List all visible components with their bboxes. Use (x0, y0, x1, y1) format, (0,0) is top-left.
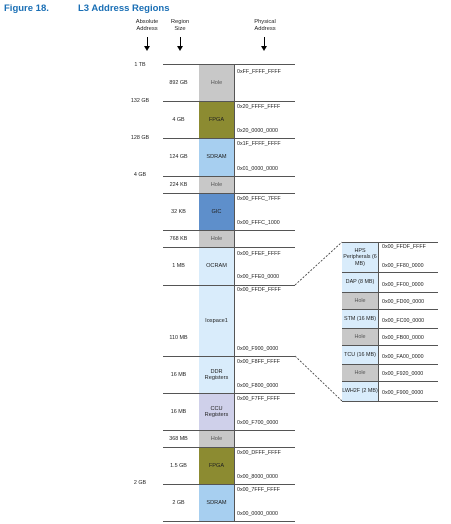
detail-region-hole: Hole (342, 365, 378, 381)
detail-divider (342, 292, 438, 293)
region-size: 4 GB (172, 117, 185, 123)
row-divider (163, 247, 295, 248)
detail-divider (342, 381, 438, 382)
region-size: 124 GB (169, 154, 188, 160)
physical-address: 0x00_F8FF_FFFF (237, 359, 280, 365)
physical-address: 0x20_FFFF_FFFF (237, 104, 281, 110)
physical-address: 0x20_0000_0000 (237, 128, 278, 134)
detail-address: 0x00_FFDF_FFFF (382, 244, 426, 250)
row-divider (163, 393, 295, 394)
absolute-label: 1 TB (134, 62, 146, 68)
region-fpga: FPGA (199, 102, 234, 138)
detail-divider (342, 345, 438, 346)
physical-address: 0x00_F800_0000 (237, 383, 279, 389)
physical-address: 0xFF_FFFF_FFFF (237, 69, 281, 75)
detail-address: 0x00_FA00_0000 (382, 354, 424, 360)
region-sdram: SDRAM (199, 139, 234, 176)
detail-divider (342, 309, 438, 310)
row-divider (163, 101, 295, 102)
figure-number: Figure 18. (4, 3, 49, 14)
detail-address: 0x00_F920_0000 (382, 371, 424, 377)
figure-title: L3 Address Regions (78, 3, 170, 14)
physical-address: 0x00_FFE0_0000 (237, 274, 280, 280)
region-size: 16 MB (170, 409, 187, 415)
row-divider (163, 138, 295, 139)
absolute-label: 128 GB (130, 135, 150, 141)
header-absolute-address: Absolute Address (135, 19, 159, 32)
region-hole: Hole (199, 431, 234, 447)
physical-address: 0x00_7FFF_FFFF (237, 487, 280, 493)
region-hole: Hole (199, 177, 234, 193)
row-divider (163, 484, 295, 485)
detail-address: 0x00_FB00_0000 (382, 335, 424, 341)
detail-right-edge (378, 242, 379, 401)
region-size: 32 KB (171, 209, 186, 215)
region-fpga: FPGA (199, 448, 234, 484)
detail-address: 0x00_FD00_0000 (382, 299, 425, 305)
row-divider (163, 193, 295, 194)
physical-address: 0x01_0000_0000 (237, 166, 278, 172)
physical-address: 0x00_FFFC_7FFF (237, 196, 281, 202)
region-ccu-registers: CCU Registers (199, 394, 234, 430)
detail-address: 0x00_FC00_0000 (382, 318, 425, 324)
detail-divider (342, 364, 438, 365)
detail-region-hole: Hole (342, 329, 378, 345)
region-size: 1.5 GB (170, 463, 187, 469)
map-right-edge (234, 64, 235, 521)
absolute-label: 132 GB (130, 98, 150, 104)
row-divider (163, 430, 295, 431)
region-ddr-registers: DDR Registers (199, 357, 234, 393)
row-divider (163, 521, 295, 522)
detail-address: 0x00_F900_0000 (382, 390, 424, 396)
region-size: 16 MB (170, 372, 187, 378)
physical-address: 0x00_F7FF_FFFF (237, 396, 280, 402)
physical-address: 0x00_F900_0000 (237, 346, 279, 352)
row-divider (163, 176, 295, 177)
region-hole: Hole (199, 65, 234, 101)
absolute-label: 4 GB (133, 172, 147, 178)
detail-address: 0x00_FF80_0000 (382, 263, 424, 269)
detail-region-tcu: TCU (16 MB) (342, 346, 378, 364)
physical-address: 0x00_FFDF_FFFF (237, 287, 281, 293)
detail-address: 0x00_FF00_0000 (382, 282, 424, 288)
region-hole: Hole (199, 231, 234, 247)
physical-address: 0x1F_FFFF_FFFF (237, 141, 281, 147)
physical-address: 0x00_FFEF_FFFF (237, 251, 281, 257)
region-sdram: SDRAM (199, 485, 234, 521)
physical-address: 0x00_0000_0000 (237, 511, 278, 517)
region-size: 368 MB (169, 436, 188, 442)
detail-region-hps-peripherals: HPS Peripherals (6 MB) (342, 243, 378, 272)
row-divider (163, 64, 295, 65)
row-divider (163, 285, 295, 286)
region-ocram: OCRAM (199, 248, 234, 285)
physical-address: 0x00_F700_0000 (237, 420, 279, 426)
detail-region-dap: DAP (8 MB) (342, 273, 378, 292)
row-divider (163, 447, 295, 448)
detail-region-lwh2f: LWH2F (2 MB) (342, 382, 378, 401)
region-gic: GIC (199, 194, 234, 230)
row-divider (163, 230, 295, 231)
region-size: 2 GB (172, 500, 185, 506)
physical-address: 0x00_8000_0000 (237, 474, 278, 480)
region-size: 892 GB (169, 80, 188, 86)
detail-divider (342, 401, 438, 402)
detail-region-stm: STM (16 MB) (342, 310, 378, 328)
header-physical-address: Physical Address (254, 19, 276, 32)
detail-divider (342, 328, 438, 329)
physical-address: 0x00_FFFC_1000 (237, 220, 280, 226)
absolute-label: 2 GB (133, 480, 147, 486)
physical-address: 0x00_DFFF_FFFF (237, 450, 281, 456)
detail-region-hole: Hole (342, 293, 378, 309)
detail-divider (342, 272, 438, 273)
header-region-size: Region Size (170, 19, 190, 32)
region-size: 110 MB (169, 335, 188, 341)
detail-divider (342, 242, 438, 243)
region-size: 768 KB (169, 236, 188, 242)
region-size: 224 KB (169, 182, 188, 188)
row-divider (163, 356, 295, 357)
region-iospace1: Iospace1 (199, 286, 234, 356)
region-size: 1 MB (172, 263, 185, 269)
